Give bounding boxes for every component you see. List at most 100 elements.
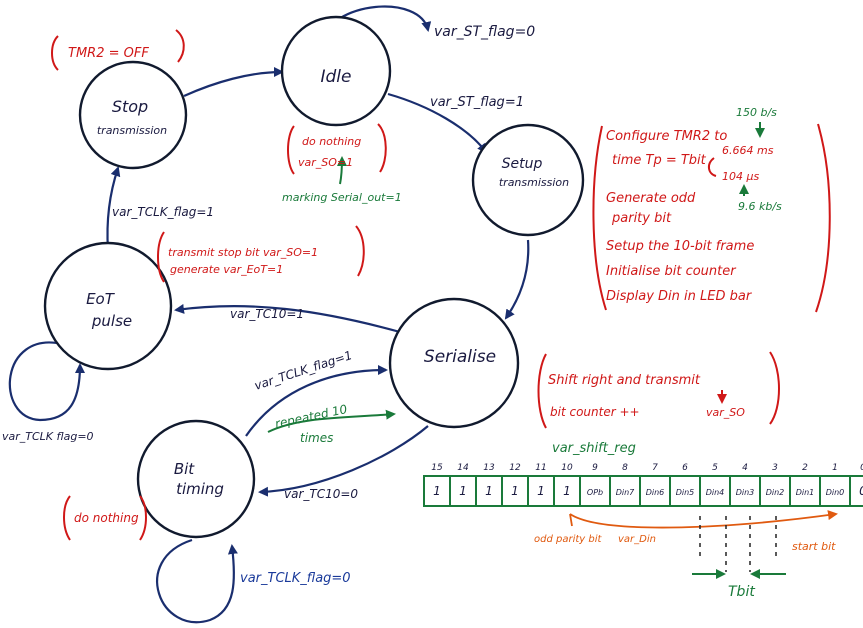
bit-label: Bit bbox=[174, 460, 195, 478]
bit-sublabel: timing bbox=[176, 480, 224, 498]
idle-to-setup-label: var_ST_flag=1 bbox=[430, 95, 524, 110]
register-index: 4 bbox=[742, 463, 748, 473]
bit-note-bracket-right bbox=[139, 495, 147, 541]
register-cell-value: Din5 bbox=[676, 488, 695, 497]
setup-sublabel: transmission bbox=[499, 176, 569, 189]
register-cell-value: OPb bbox=[587, 488, 603, 497]
setup-item1-line1: Configure TMR2 to bbox=[606, 129, 727, 144]
bit-self-loop bbox=[156, 538, 238, 624]
register-index: 11 bbox=[535, 463, 546, 473]
serialise-to-bit-arrow bbox=[258, 425, 429, 497]
register-index: 6 bbox=[682, 463, 688, 473]
serialise-to-eot-label: var_TC10=1 bbox=[230, 307, 304, 321]
idle-to-setup-arrow bbox=[387, 92, 488, 154]
register-index: 15 bbox=[431, 463, 443, 473]
register-cell bbox=[849, 475, 863, 507]
setup-note-bracket-left bbox=[592, 125, 607, 311]
bit-to-serialise-label: var_TCLK_flag=1 bbox=[253, 348, 354, 393]
register-cell-value: Din0 bbox=[826, 488, 845, 497]
register-index: 3 bbox=[772, 463, 778, 473]
register-index: 5 bbox=[712, 463, 718, 473]
register-cell-value: 1 bbox=[433, 484, 441, 498]
register-cell bbox=[527, 475, 555, 507]
marking-arrow bbox=[336, 156, 347, 185]
din-span-arrow bbox=[569, 510, 838, 529]
tmr2-off-note: TMR2 = OFF bbox=[68, 46, 149, 61]
register-index: 7 bbox=[652, 463, 658, 473]
register-index: 8 bbox=[622, 463, 628, 473]
register-cell-value: 1 bbox=[485, 484, 493, 498]
eot-action-1: transmit stop bit var_SO=1 bbox=[168, 246, 318, 259]
tmr2-bracket-right bbox=[175, 29, 185, 63]
eot-to-stop-label: var_TCLK_flag=1 bbox=[112, 205, 214, 219]
time-brace bbox=[708, 157, 717, 177]
setup-item4: Initialise bit counter bbox=[606, 264, 737, 279]
repeated-label-2: times bbox=[300, 431, 333, 445]
setup-time2: 104 µs bbox=[722, 170, 759, 183]
opb-tick bbox=[569, 513, 573, 527]
setup-note-bracket-right bbox=[815, 123, 831, 313]
register-cell bbox=[669, 475, 701, 507]
eot-self-label: var_TCLK flag=0 bbox=[2, 430, 94, 443]
setup-rate2: 9.6 kb/s bbox=[738, 200, 782, 213]
serialise-note-bracket-left bbox=[537, 353, 547, 429]
register-index: 10 bbox=[561, 463, 573, 473]
register-index: 0 bbox=[860, 463, 863, 473]
setup-item3: Setup the 10-bit frame bbox=[606, 239, 754, 254]
eot-action-2: generate var_EoT=1 bbox=[170, 263, 283, 276]
idle-note-bracket-left bbox=[287, 125, 295, 175]
register-cell bbox=[449, 475, 477, 507]
register-index: 13 bbox=[483, 463, 495, 473]
tmr2-bracket-left bbox=[51, 35, 59, 71]
idle-label: Idle bbox=[321, 67, 352, 87]
setup-item2-line1: Generate odd bbox=[606, 191, 696, 206]
setup-item1-line2: time Tp = Tbit bbox=[612, 153, 707, 168]
register-cell-value: 1 bbox=[563, 484, 571, 498]
register-cell bbox=[819, 475, 851, 507]
register-index: 1 bbox=[832, 463, 838, 473]
register-index: 12 bbox=[509, 463, 521, 473]
start-bit-label: start bit bbox=[792, 540, 836, 553]
setup-time1: 6.664 ms bbox=[722, 144, 774, 157]
eot-label: EoT bbox=[86, 290, 116, 308]
register-title: var_shift_reg bbox=[552, 441, 636, 456]
register-cell-value: 0 bbox=[859, 484, 863, 498]
register-cell-value: Din2 bbox=[766, 488, 785, 497]
register-cell bbox=[579, 475, 611, 507]
register-cell-value: 1 bbox=[511, 484, 519, 498]
serialise-label: Serialise bbox=[424, 347, 496, 367]
stop-sublabel: transmission bbox=[97, 124, 167, 137]
register-cell-value: 1 bbox=[537, 484, 545, 498]
register-index: 2 bbox=[802, 463, 808, 473]
eot-note-bracket-left bbox=[157, 231, 165, 283]
register-cell-value: Din7 bbox=[616, 488, 635, 497]
register-indices: 1514131211109876543210 bbox=[431, 463, 863, 473]
serialise-note-bracket-right bbox=[769, 351, 780, 425]
eot-sublabel: pulse bbox=[91, 312, 132, 330]
register-cell bbox=[423, 475, 451, 507]
state-setup-transmission bbox=[471, 123, 585, 237]
register-cell bbox=[729, 475, 761, 507]
register-cell bbox=[699, 475, 731, 507]
register-cell-value: Din4 bbox=[706, 488, 725, 497]
stop-to-idle-arrow bbox=[183, 67, 284, 98]
serialise-to-eot-arrow bbox=[174, 303, 401, 334]
idle-action-2: var_SO=1 bbox=[298, 156, 353, 169]
repeated-label-1: repeated 10 bbox=[274, 402, 349, 431]
setup-item2-line2: parity bit bbox=[611, 211, 672, 226]
setup-item5: Display Din in LED bar bbox=[606, 289, 753, 304]
state-bit-timing bbox=[136, 419, 256, 539]
register-cell-value: 1 bbox=[459, 484, 467, 498]
register-cell bbox=[475, 475, 503, 507]
setup-label: Setup bbox=[502, 156, 543, 172]
state-eot-pulse bbox=[43, 241, 173, 371]
bit-to-serialise-arrow bbox=[245, 365, 388, 437]
register-cell bbox=[639, 475, 671, 507]
eot-to-stop-arrow bbox=[106, 166, 121, 251]
register-cell-value: Din6 bbox=[646, 488, 665, 497]
odd-parity-label: odd parity bit bbox=[534, 534, 603, 545]
bit-action: do nothing bbox=[74, 511, 139, 525]
bit-self-label: var_TCLK_flag=0 bbox=[240, 571, 351, 586]
